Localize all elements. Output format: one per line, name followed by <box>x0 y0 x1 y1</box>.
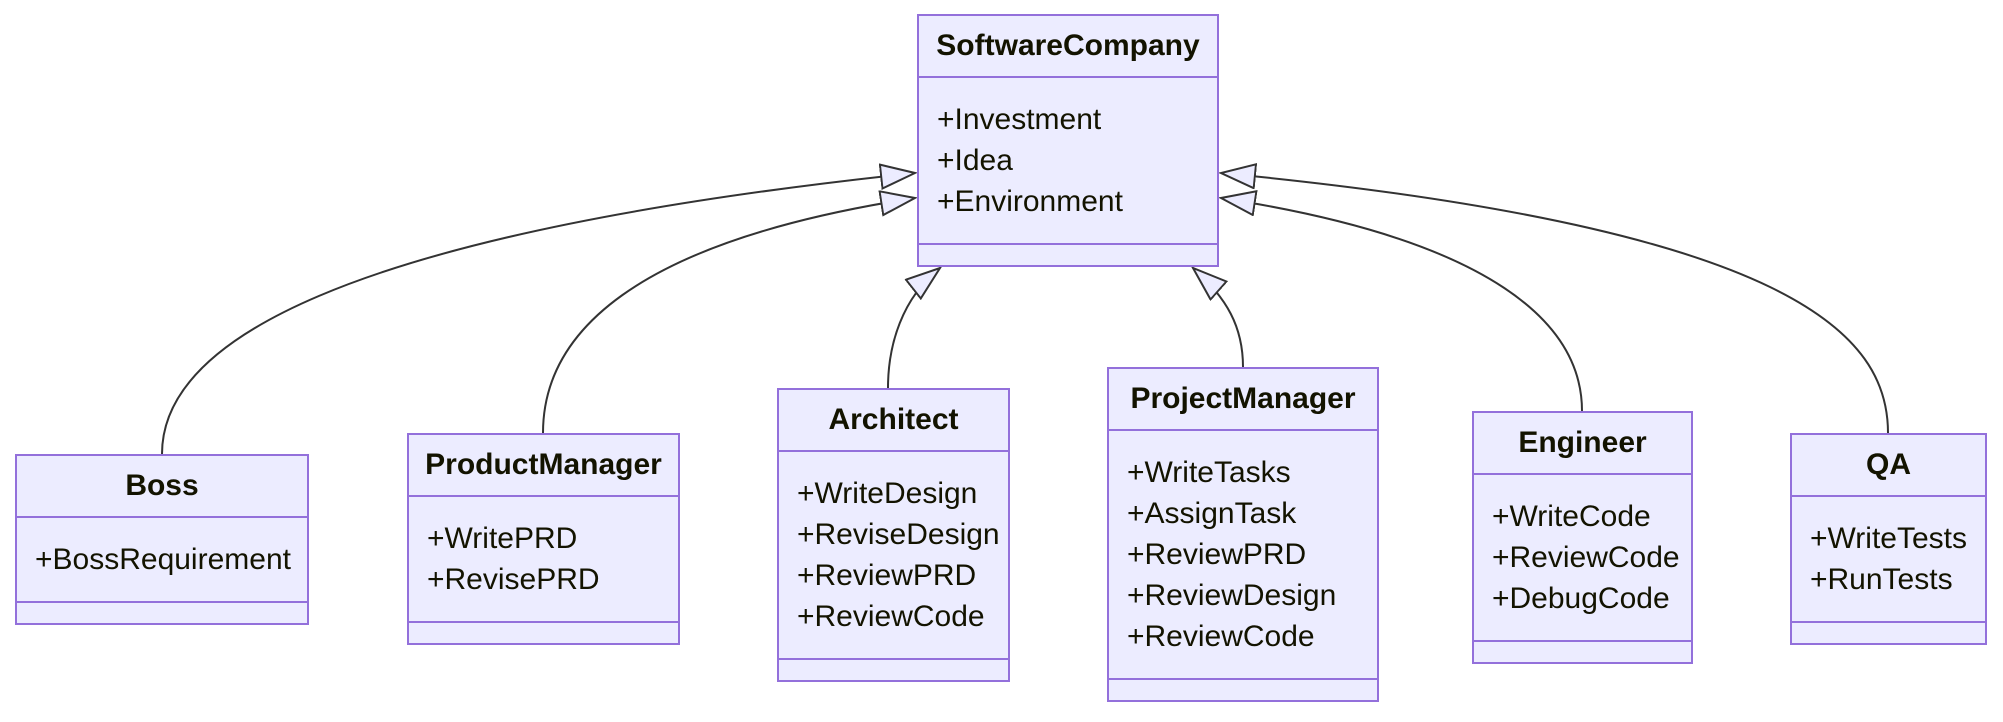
class-title: Engineer <box>1518 426 1647 459</box>
class-engineer: Engineer +WriteCode +ReviewCode +DebugCode <box>1472 411 1693 664</box>
class-attribute: +WriteTasks <box>1127 456 1291 489</box>
class-title: ProjectManager <box>1130 382 1356 415</box>
inheritance-edge-boss-to-softwarecompany <box>161 173 915 455</box>
class-title: SoftwareCompany <box>936 29 1200 62</box>
class-attribute: +RunTests <box>1810 563 1953 596</box>
class-attributes: +WriteCode +ReviewCode +DebugCode <box>1474 473 1691 640</box>
class-attribute: +ReviewPRD <box>1127 538 1307 571</box>
class-attribute: +ReviewCode <box>1127 620 1315 653</box>
class-architect: Architect +WriteDesign +ReviseDesign +Revi… <box>777 388 1010 682</box>
class-attribute: +AssignTask <box>1127 497 1297 530</box>
class-methods-empty <box>919 243 1217 265</box>
class-title: ProductManager <box>425 448 662 481</box>
class-methods-empty <box>409 621 678 643</box>
class-attributes: +Investment +Idea +Environment <box>919 76 1217 243</box>
class-attribute: +ReviewCode <box>797 600 985 633</box>
class-methods-empty <box>17 601 307 623</box>
class-attributes: +BossRequirement <box>17 516 307 601</box>
inheritance-edge-productmanager-to-softwarecompany <box>542 198 915 434</box>
inheritance-edge-engineer-to-softwarecompany <box>1221 198 1583 412</box>
inheritance-edge-qa-to-softwarecompany <box>1221 173 1889 434</box>
class-methods-empty <box>779 658 1008 680</box>
class-methods-empty <box>1474 640 1691 662</box>
class-attribute: +WritePRD <box>427 522 578 555</box>
class-attributes: +WriteTests +RunTests <box>1792 495 1985 621</box>
class-qa: QA +WriteTests +RunTests <box>1790 433 1987 645</box>
class-attribute: +WriteCode <box>1492 500 1651 533</box>
class-attributes: +WritePRD +RevisePRD <box>409 495 678 621</box>
class-attribute: +WriteDesign <box>797 477 978 510</box>
class-attribute: +ReviseDesign <box>797 518 1000 551</box>
class-projectmanager: ProjectManager +WriteTasks +AssignTask +Re… <box>1107 367 1379 702</box>
class-boss: Boss +BossRequirement <box>15 454 309 625</box>
class-attribute: +ReviewPRD <box>797 559 977 592</box>
class-attribute: +Investment <box>937 103 1102 136</box>
class-methods-empty <box>1109 678 1377 700</box>
class-softwarecompany: SoftwareCompany +Investment +Idea +Environ… <box>917 14 1219 267</box>
class-title: Boss <box>125 469 199 502</box>
inheritance-edge-projectmanager-to-softwarecompany <box>1193 268 1244 368</box>
class-attribute: +Environment <box>937 185 1123 218</box>
class-attribute: +ReviewCode <box>1492 541 1680 574</box>
class-attributes: +WriteTasks +AssignTask +ReviewPRD +ReviewD… <box>1109 429 1377 678</box>
inheritance-edge-architect-to-softwarecompany <box>887 268 940 389</box>
class-productmanager: ProductManager +WritePRD +RevisePRD <box>407 433 680 645</box>
class-title: Architect <box>828 403 959 436</box>
class-methods-empty <box>1792 621 1985 643</box>
class-attribute: +Idea <box>937 144 1013 177</box>
class-attribute: +ReviewDesign <box>1127 579 1337 612</box>
class-attribute: +BossRequirement <box>35 543 291 576</box>
class-title: QA <box>1866 448 1911 481</box>
class-attribute: +DebugCode <box>1492 582 1670 615</box>
class-attribute: +RevisePRD <box>427 563 600 596</box>
class-attributes: +WriteDesign +ReviseDesign +ReviewPRD +Revi… <box>779 450 1008 658</box>
class-attribute: +WriteTests <box>1810 522 1967 555</box>
